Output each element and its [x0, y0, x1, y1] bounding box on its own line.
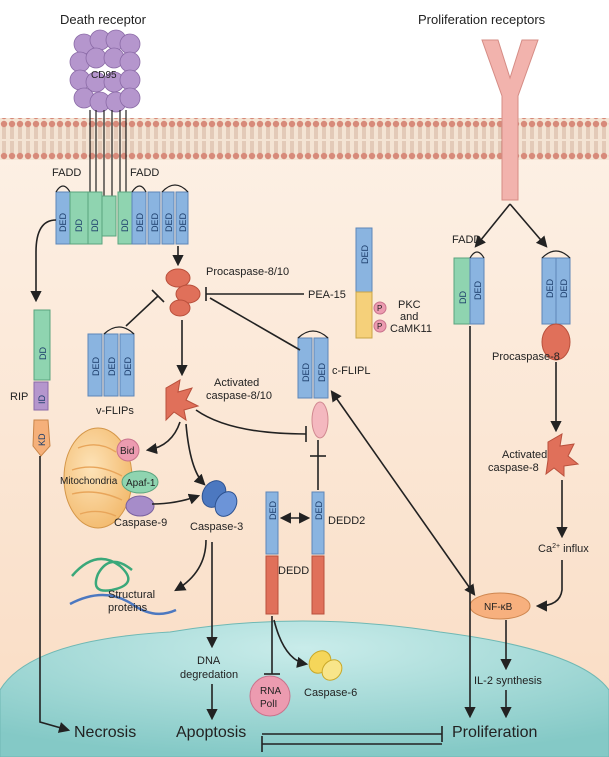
pea15-label: PEA-15: [308, 289, 346, 301]
structural-line1: Structural: [108, 589, 155, 601]
bid-label: Bid: [120, 446, 134, 457]
camk11-label: CaMK11: [390, 323, 432, 335]
rip-id: ID: [37, 394, 47, 404]
dedd-ded-1: DED: [268, 500, 278, 520]
mitochondria-organelle: [63, 427, 159, 529]
caspase-6: [308, 650, 343, 681]
proc8-ded-1: DED: [545, 278, 555, 298]
caspase3-label: Caspase-3: [190, 521, 243, 533]
cd95-receptor: [69, 29, 141, 113]
rip-protein: [32, 309, 51, 457]
fadd-left-label: FADD: [52, 167, 81, 179]
disc-complex: [55, 184, 189, 245]
cflip-ded-1: DED: [301, 362, 311, 382]
dna-line2: degredation: [180, 669, 238, 681]
vflips: [87, 326, 135, 397]
cflipl: [297, 330, 329, 439]
dna-line1: DNA: [197, 655, 221, 667]
cd95-stalks: [89, 110, 127, 196]
activated-caspase-8: [545, 433, 580, 478]
fadd-right-label: FADD: [452, 234, 481, 246]
activated-casp810-line2: caspase-8/10: [206, 390, 272, 402]
ca-influx-label: Ca2+ influx: [538, 543, 589, 555]
proliferation-receptors-title: Proliferation receptors: [418, 12, 546, 27]
il2-label: IL-2 synthesis: [474, 675, 542, 687]
cflip-ded-2: DED: [317, 362, 327, 382]
activated-casp810-line1: Activated: [214, 377, 259, 389]
prolif-ded-label: DED: [473, 280, 483, 300]
mitochondria-label: Mitochondria: [60, 476, 118, 487]
disc-dd-1: DD: [74, 219, 84, 232]
p-label-1: P: [377, 304, 382, 313]
vflips-label: v-FLIPs: [96, 405, 134, 417]
apoptosis-label: Apoptosis: [176, 724, 246, 741]
activated-caspase-810: [165, 379, 200, 422]
rna-pol-node: [249, 675, 291, 717]
nucleus: [0, 620, 609, 757]
structural-proteins: [69, 557, 177, 616]
pea15-ded: DED: [360, 244, 370, 264]
procaspase-810: [165, 268, 201, 317]
caspase-3: [201, 480, 238, 517]
dedd2-label: DEDD2: [328, 515, 365, 527]
structural-line2: proteins: [108, 602, 148, 614]
and-label: and: [400, 311, 418, 323]
nfkb-label: NF-κB: [484, 602, 513, 613]
dedd-ded-2: DED: [314, 500, 324, 520]
vflip-ded-1: DED: [91, 356, 101, 376]
disc-ded-2: DED: [135, 212, 145, 232]
dedd-label: DEDD: [278, 565, 309, 577]
pkc-label: PKC: [398, 299, 421, 311]
p-label-2: P: [377, 322, 382, 331]
rna-line2: PolI: [260, 699, 277, 710]
caspase9-label: Caspase-9: [114, 517, 167, 529]
rna-line1: RNA: [260, 686, 281, 697]
vflip-ded-3: DED: [123, 356, 133, 376]
disc-ded-4: DED: [164, 212, 174, 232]
disc-dd-3: DD: [120, 219, 130, 232]
disc-ded-3: DED: [150, 212, 160, 232]
caspase6-label: Caspase-6: [304, 687, 357, 699]
rip-dd: DD: [38, 347, 48, 360]
rip-kd: KD: [37, 433, 47, 446]
cd95-label: CD95: [91, 70, 117, 81]
proc8-ded-2: DED: [559, 278, 569, 298]
necrosis-label: Necrosis: [74, 724, 136, 741]
disc-ded-1: DED: [58, 212, 68, 232]
prolif-dd-label: DD: [458, 291, 468, 304]
procaspase-810-label: Procaspase-8/10: [206, 266, 289, 278]
disc-dd-2: DD: [90, 219, 100, 232]
proliferation-label: Proliferation: [452, 724, 537, 741]
disc-domain-labels: DED DD DD DD DED DED DED DED: [58, 212, 188, 232]
dedd-proteins: [265, 491, 325, 615]
vflip-ded-2: DED: [107, 356, 117, 376]
pea15: [355, 227, 387, 339]
prolif-fadd: [453, 251, 485, 325]
disc-ded-5: DED: [178, 212, 188, 232]
fadd-mid-label: FADD: [130, 167, 159, 179]
procaspase8-label: Procaspase-8: [492, 351, 560, 363]
pathway-connectors: [30, 203, 568, 752]
procaspase8-domains: [541, 250, 571, 361]
death-receptor-title: Death receptor: [60, 12, 147, 27]
proliferation-receptor: [481, 39, 539, 201]
cflipl-label: c-FLIPL: [332, 365, 371, 377]
activated-casp8-line2: caspase-8: [488, 462, 539, 474]
rip-label: RIP: [10, 391, 28, 403]
apaf1-label: Apaf-1: [126, 478, 156, 489]
activated-casp8-line1: Activated: [502, 449, 547, 461]
